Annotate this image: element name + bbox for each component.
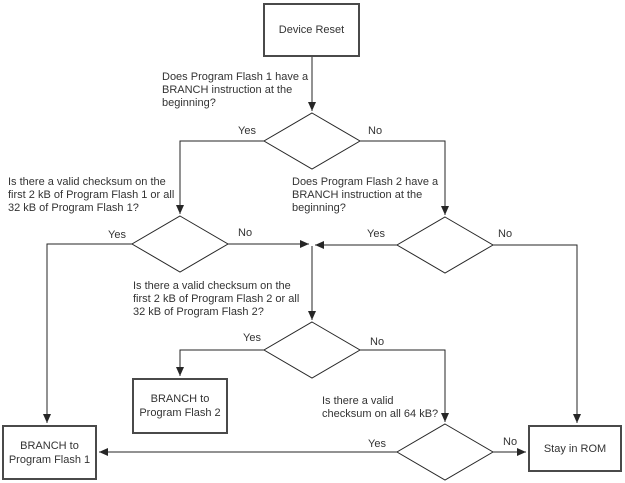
decision2-no-label: No <box>238 227 253 239</box>
edge-decision4-no <box>360 349 449 422</box>
branch-program-flash1-node: BRANCH to Program Flash 1 <box>2 425 97 480</box>
decision3-flash2-branch-diamond <box>396 216 494 274</box>
decision3-no-label: No <box>498 228 513 240</box>
device-reset-label: Device Reset <box>278 24 345 36</box>
decision1-no-label: No <box>368 125 383 137</box>
decision2-flash1-checksum-diamond <box>131 215 229 273</box>
decision5-question: Is there a valid checksum on all 64 kB? <box>322 395 439 420</box>
branch-program-flash1-label: BRANCH to Program Flash 1 <box>8 439 91 466</box>
edge-decision2-yes <box>43 243 132 423</box>
decision1-yes-label: Yes <box>238 125 256 137</box>
edge-decision3-no <box>493 244 581 423</box>
decision4-no-label: No <box>370 336 385 348</box>
decision4-question: Is there a valid checksum on the first 2… <box>133 280 300 318</box>
edge-decision1-no <box>360 140 449 215</box>
decision4-yes-label: Yes <box>243 332 261 344</box>
decision2-yes-label: Yes <box>108 229 126 241</box>
decision5-64kb-checksum-diamond <box>396 423 494 481</box>
decision4-flash2-checksum-diamond <box>263 321 361 379</box>
stay-in-rom-label: Stay in ROM <box>543 442 607 455</box>
decision1-flash1-branch-diamond <box>263 112 361 170</box>
edge-decision1-yes <box>176 140 264 214</box>
decision3-question: Does Program Flash 2 have a BRANCH instr… <box>292 176 439 214</box>
decision2-question: Is there a valid checksum on the first 2… <box>8 176 175 214</box>
decision3-yes-label: Yes <box>367 228 385 240</box>
decision5-no-label: No <box>503 436 518 448</box>
edge-decision4-yes <box>176 349 264 376</box>
decision1-question: Does Program Flash 1 have a BRANCH instr… <box>162 71 309 109</box>
stay-in-rom-node: Stay in ROM <box>528 425 622 472</box>
branch-program-flash2-label: BRANCH to Program Flash 2 <box>139 393 221 419</box>
device-reset-node: Device Reset <box>263 3 360 57</box>
branch-program-flash2-node: BRANCH to Program Flash 2 <box>132 378 228 434</box>
decision5-yes-label: Yes <box>368 438 386 450</box>
